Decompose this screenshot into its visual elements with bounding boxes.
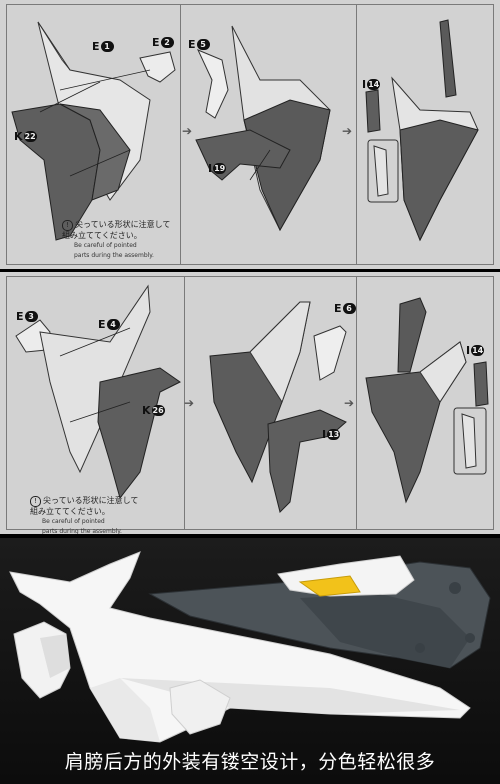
photo-caption: 肩膀后方的外装有镂空设计，分色轻松很多 <box>64 751 436 773</box>
step-arrow-icon: ➔ <box>182 124 193 138</box>
yellow-accent-part <box>298 575 361 597</box>
panel-divider <box>180 4 181 265</box>
part-e6-drawing <box>313 325 347 381</box>
sheet-frame <box>6 4 494 265</box>
warning-icon: ! <box>62 220 73 231</box>
part-e2-drawing <box>139 51 176 83</box>
caution-note: !尖っている形状に注意して 組み立ててください。 Be careful of p… <box>30 496 139 534</box>
panel-divider <box>356 276 357 530</box>
step-arrow-icon: ➔ <box>342 124 353 138</box>
parts-photo: 肩膀后方的外装有镂空设计，分色轻松很多 <box>0 538 500 784</box>
caution-note: !尖っている形状に注意して 組み立ててください。 Be careful of p… <box>62 220 171 259</box>
step-2-parts-drawing <box>15 284 489 513</box>
white-lower-part <box>169 679 231 735</box>
step-arrow-icon: ➔ <box>184 396 195 410</box>
part-k26-drawing <box>97 367 181 500</box>
panel-divider <box>184 276 185 530</box>
part-i14b-drawing <box>473 361 489 407</box>
warning-icon: ! <box>30 496 41 507</box>
part-e5-drawing <box>197 49 229 119</box>
panel-divider <box>356 4 357 265</box>
part-i14-drawing <box>365 89 381 133</box>
step-arrow-icon: ➔ <box>344 396 355 410</box>
part-i13-drawing <box>267 409 347 513</box>
step-1-parts-drawing <box>11 19 479 242</box>
sheet-frame <box>6 276 494 530</box>
parts-photo-drawing <box>0 538 500 784</box>
